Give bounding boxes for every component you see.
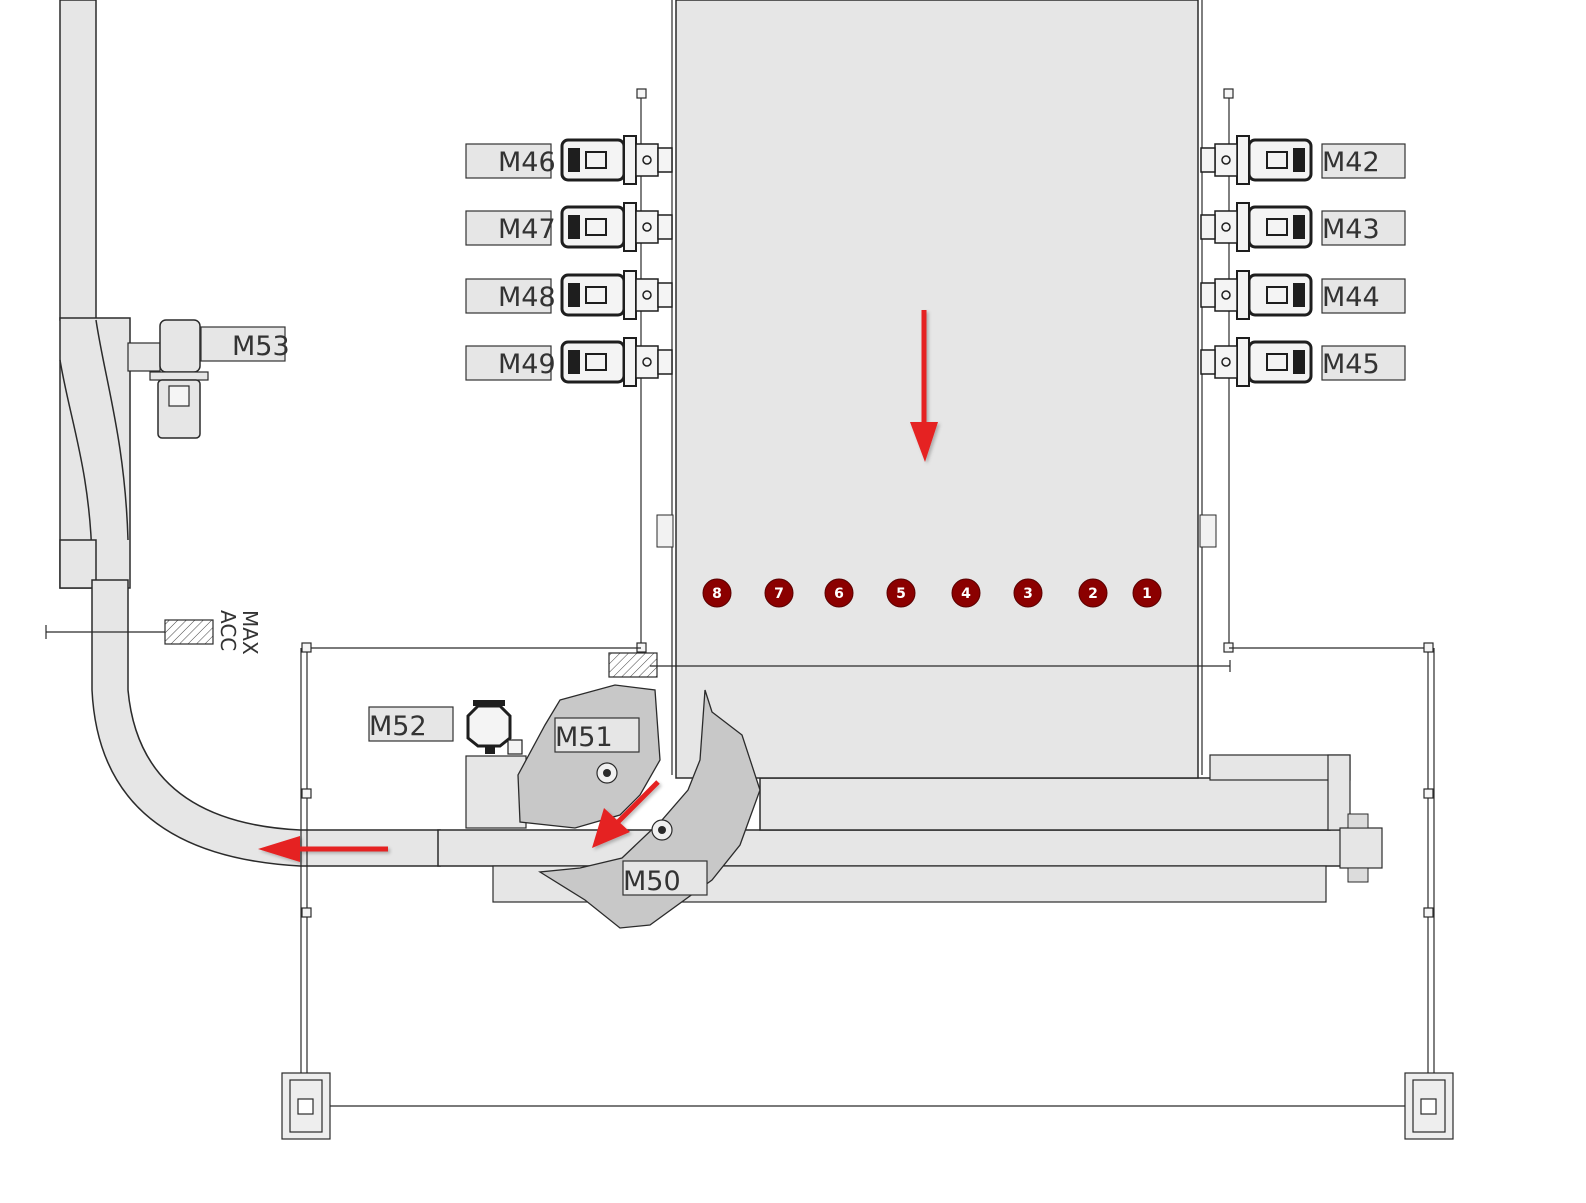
sensor-label-acc: ACC (216, 610, 240, 651)
position-marker-icon-4: 4 (951, 578, 981, 608)
right-motor-bank (1200, 135, 1313, 387)
motor-label-m51: M51 (555, 722, 613, 753)
frame-feet (281, 1072, 1454, 1140)
motor-label-m44: M44 (1322, 282, 1380, 313)
position-marker-icon-6: 6 (824, 578, 854, 608)
sensor-label-max: MAX (238, 610, 262, 655)
motor-label-m45: M45 (1322, 349, 1380, 380)
position-marker-label: 3 (1023, 586, 1033, 602)
position-marker-icon-7: 7 (764, 578, 794, 608)
left-vertical-conveyor (59, 0, 131, 589)
position-marker-label: 4 (961, 586, 971, 602)
flow-arrow-icon (258, 310, 938, 862)
motor-labels (200, 143, 1406, 896)
motor-label-m42: M42 (1322, 147, 1380, 178)
position-markers: 1 2 3 4 5 6 7 8 (702, 578, 1162, 608)
gear-motor-icon-left-4 (560, 337, 673, 387)
gear-motor-icon-right-3 (1200, 270, 1313, 320)
gear-motor-icon-m53 (127, 319, 209, 439)
gear-motor-icon-left-3 (560, 270, 673, 320)
position-marker-icon-2: 2 (1078, 578, 1108, 608)
position-marker-label: 1 (1142, 586, 1152, 602)
position-marker-label: 7 (774, 586, 784, 602)
position-marker-icon-1: 1 (1132, 578, 1162, 608)
position-marker-label: 2 (1088, 586, 1098, 602)
motor-label-m53: M53 (232, 331, 290, 362)
motor-label-m43: M43 (1322, 214, 1380, 245)
motor-label-m48: M48 (498, 282, 556, 313)
motor-label-m49: M49 (498, 349, 556, 380)
gear-motor-icon-m52 (466, 700, 523, 755)
gear-motor-icon-left-1 (560, 135, 673, 185)
gear-motor-icon-right-4 (1200, 337, 1313, 387)
gear-motor-icon-right-2 (1200, 202, 1313, 252)
position-marker-label: 5 (896, 586, 906, 602)
motor-label-m47: M47 (498, 214, 556, 245)
position-marker-icon-8: 8 (702, 578, 732, 608)
position-marker-icon-3: 3 (1013, 578, 1043, 608)
switch-pad-m51[interactable] (517, 684, 661, 829)
main-accumulation-belt (656, 0, 1217, 779)
gear-motor-icon-right-1 (1200, 135, 1313, 185)
sensor-icon (164, 619, 658, 678)
motor-label-m50: M50 (623, 866, 681, 897)
left-motor-bank (560, 135, 673, 387)
gear-motor-icon-left-2 (560, 202, 673, 252)
position-marker-label: 6 (834, 586, 844, 602)
position-marker-icon-5: 5 (886, 578, 916, 608)
position-marker-label: 8 (712, 586, 722, 602)
guide-rails (45, 88, 1435, 1107)
motor-label-m46: M46 (498, 147, 556, 178)
motor-label-m52: M52 (369, 711, 427, 742)
